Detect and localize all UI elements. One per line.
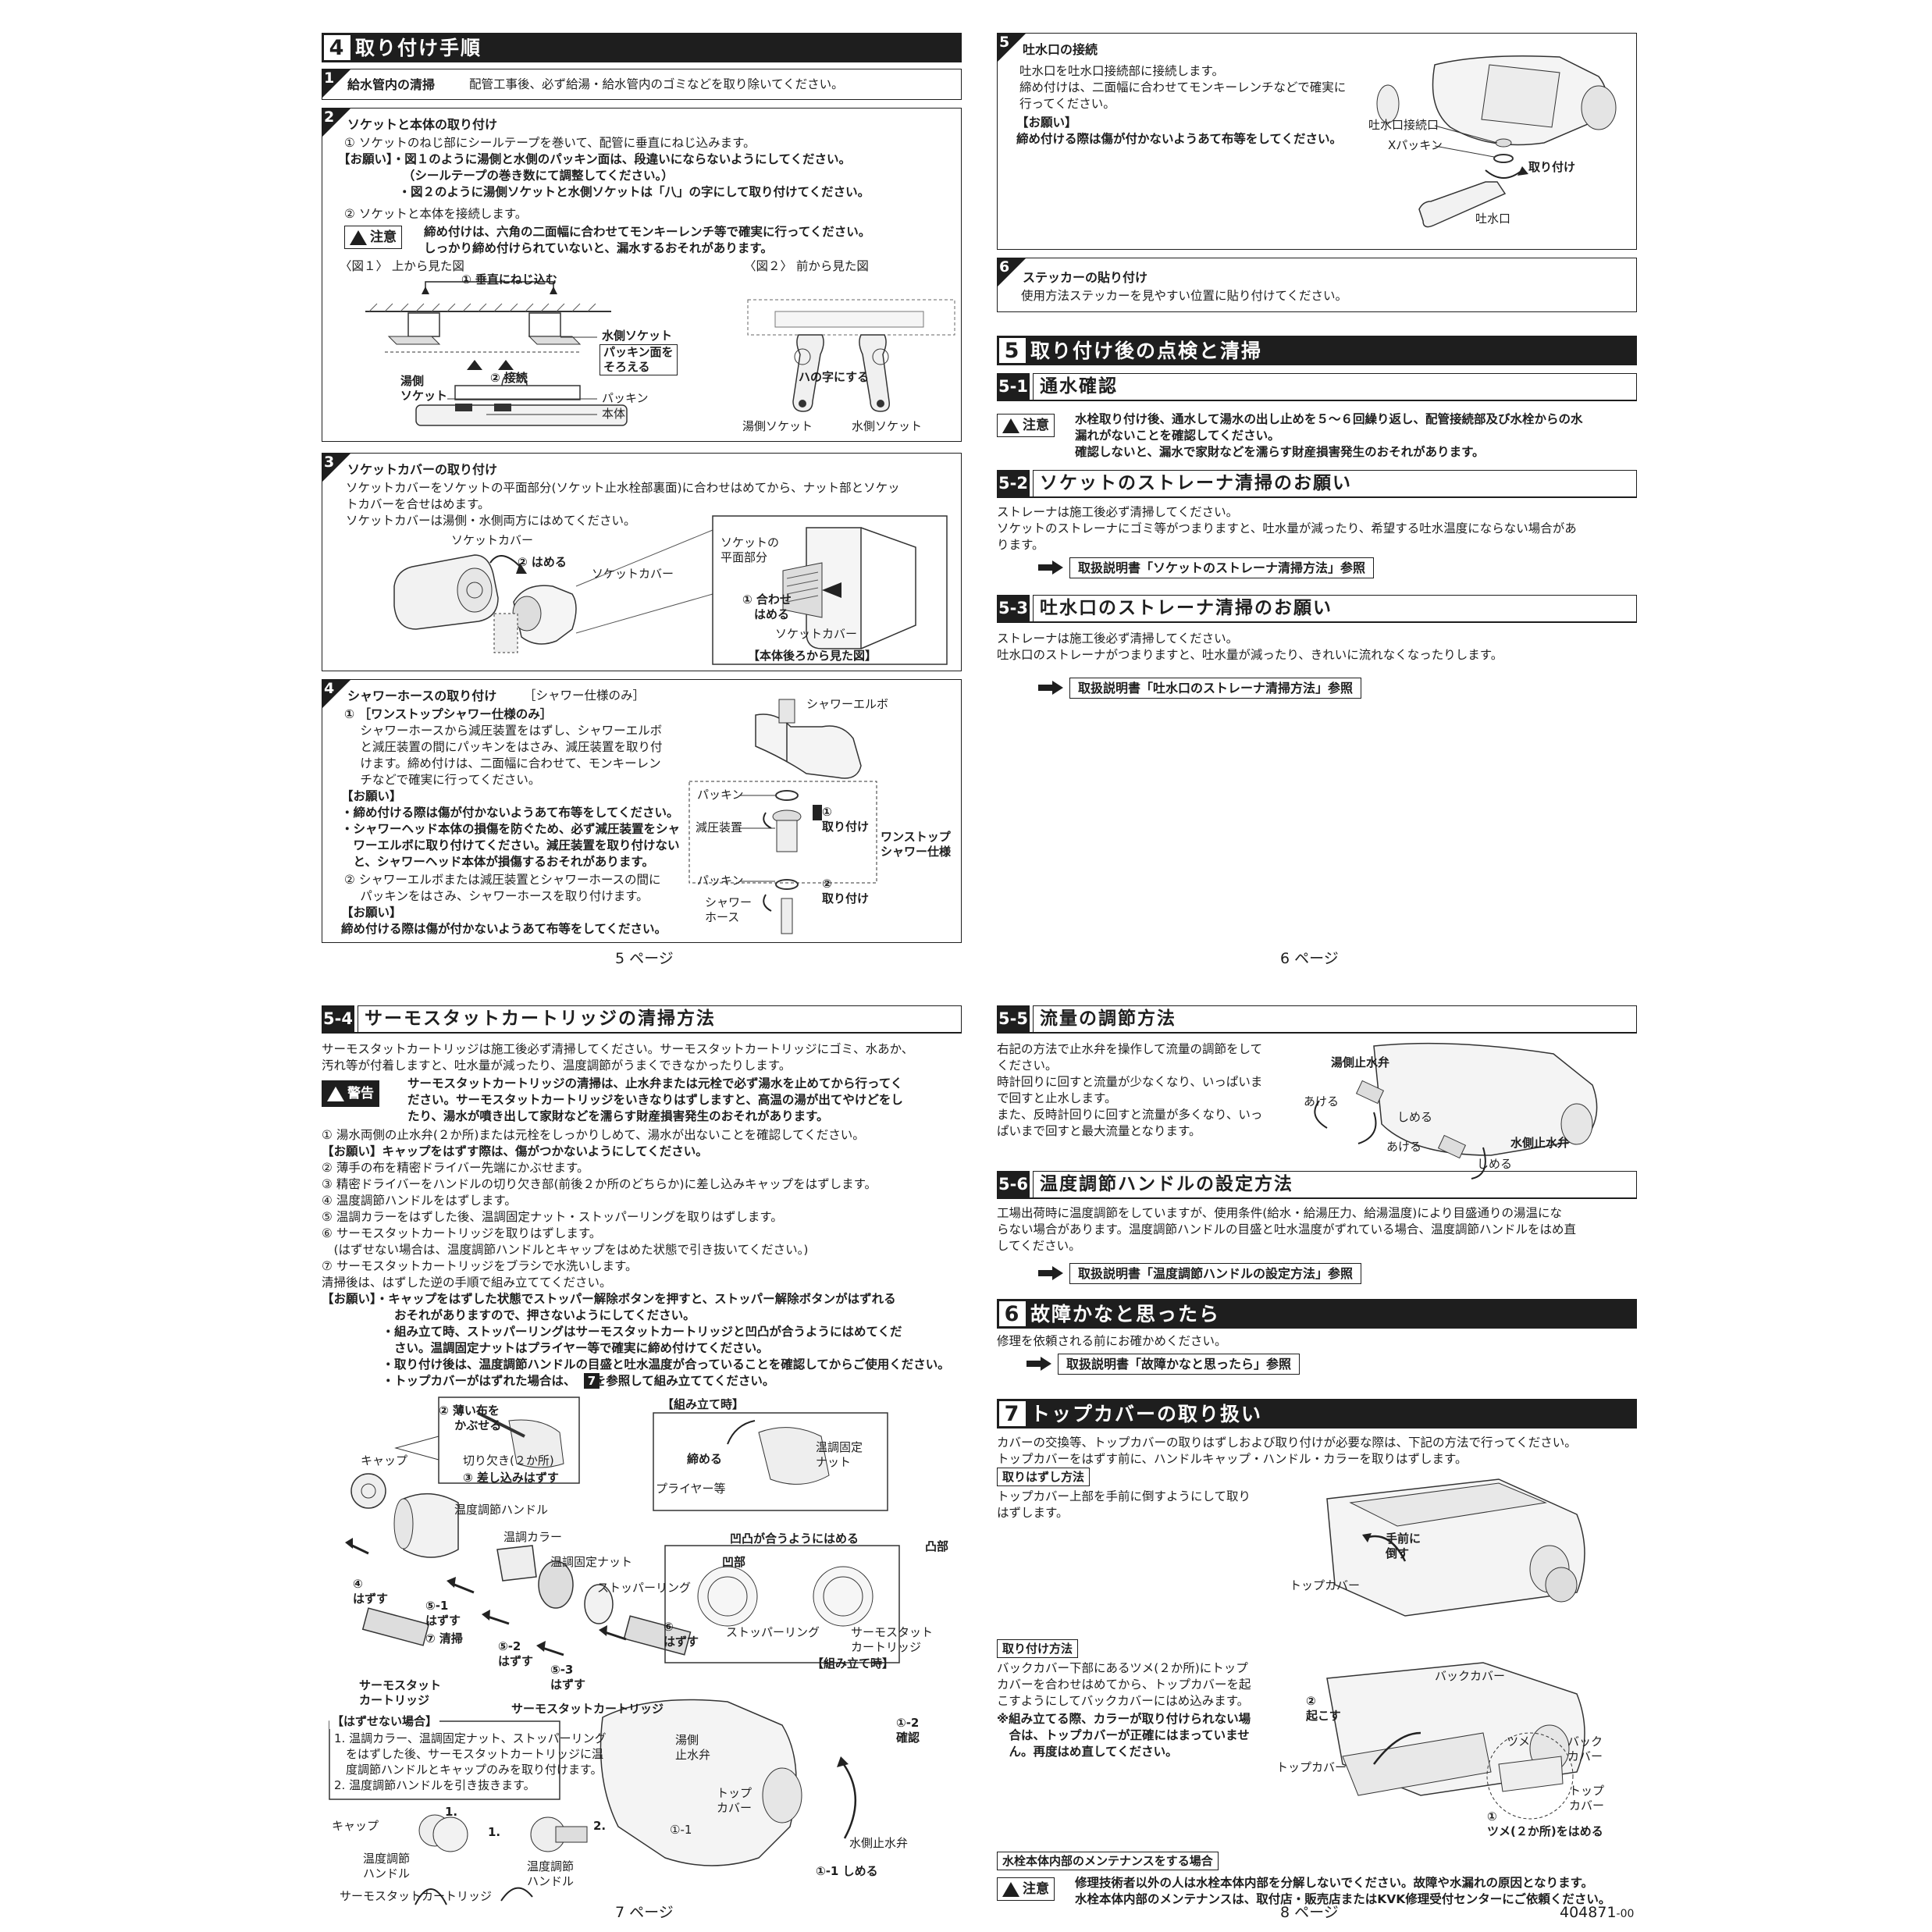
step3-box: 3 ソケットカバーの取り付け ソケットカバーをソケットの平面部分(ソケット止水栓… bbox=[322, 453, 962, 671]
step5-box: 5 吐水口の接続 吐水口を吐水口接続部に接続します。 締め付けは、二面幅に合わせ… bbox=[997, 33, 1637, 250]
thermostat-diagram bbox=[329, 1397, 900, 1905]
reference-socket-strainer: 取扱説明書「ソケットのストレーナ清掃方法」参照 bbox=[1038, 556, 1375, 579]
step2-box: 2 ソケットと本体の取り付け ① ソケットのねじ部にシールテープを巻いて、配管に… bbox=[322, 108, 962, 442]
caution-badge-5-1: 注意 bbox=[997, 414, 1055, 437]
arrow-right-icon bbox=[1026, 1357, 1053, 1371]
page-number: 6 ページ bbox=[1280, 950, 1339, 967]
flow-valve-diagram bbox=[1314, 1042, 1598, 1179]
page-number: 8 ページ bbox=[1280, 1904, 1339, 1921]
section-7-ref-badge: 7 bbox=[584, 1373, 600, 1389]
warning-icon bbox=[1002, 1881, 1019, 1897]
socket-diagram bbox=[365, 281, 955, 426]
warning-icon bbox=[1002, 418, 1019, 433]
page-number: 7 ページ bbox=[615, 1904, 674, 1921]
arrow-right-icon bbox=[1038, 1266, 1065, 1280]
attach-method-tag: 取り付け方法 bbox=[997, 1639, 1079, 1658]
reference-troubleshooting: 取扱説明書「故障かなと思ったら」参照 bbox=[1026, 1352, 1300, 1375]
arrow-right-icon bbox=[1038, 560, 1065, 575]
maintenance-tag: 水栓本体内部のメンテナンスをする場合 bbox=[997, 1852, 1219, 1870]
top-cover-remove-diagram bbox=[1326, 1478, 1585, 1617]
remove-method-tag: 取りはずし方法 bbox=[997, 1468, 1091, 1486]
reference-spout-strainer: 取扱説明書「吐水口のストレーナ清掃方法」参照 bbox=[1038, 676, 1362, 699]
step4-box: 4 シャワーホースの取り付け ［シャワー仕様のみ］ ① ［ワンストップシャワー仕… bbox=[322, 679, 962, 943]
arrow-right-icon bbox=[1038, 681, 1065, 695]
reference-temperature-handle: 取扱説明書「温度調節ハンドルの設定方法」参照 bbox=[1038, 1261, 1362, 1285]
caution-badge-maintenance: 注意 bbox=[997, 1877, 1055, 1901]
top-cover-attach-diagram bbox=[1326, 1662, 1585, 1820]
step6-box: 6 ステッカーの貼り付け 使用方法ステッカーを見やすい位置に貼り付けてください。 bbox=[997, 258, 1637, 312]
warning-badge: 警告 bbox=[322, 1080, 379, 1107]
warning-icon bbox=[350, 229, 367, 245]
document-number: 404871-00 bbox=[1560, 1904, 1635, 1921]
shower-hose-diagram bbox=[688, 699, 877, 934]
step1-box: 1 給水管内の清掃 配管工事後、必ず給湯・給水管内のゴミなどを取り除いてください… bbox=[322, 69, 962, 100]
socket-cover-diagram bbox=[393, 515, 948, 665]
page-number: 5 ページ bbox=[615, 950, 674, 967]
spout-diagram bbox=[1376, 55, 1617, 228]
warning-icon bbox=[327, 1086, 344, 1101]
caution-badge: 注意 bbox=[344, 226, 402, 249]
